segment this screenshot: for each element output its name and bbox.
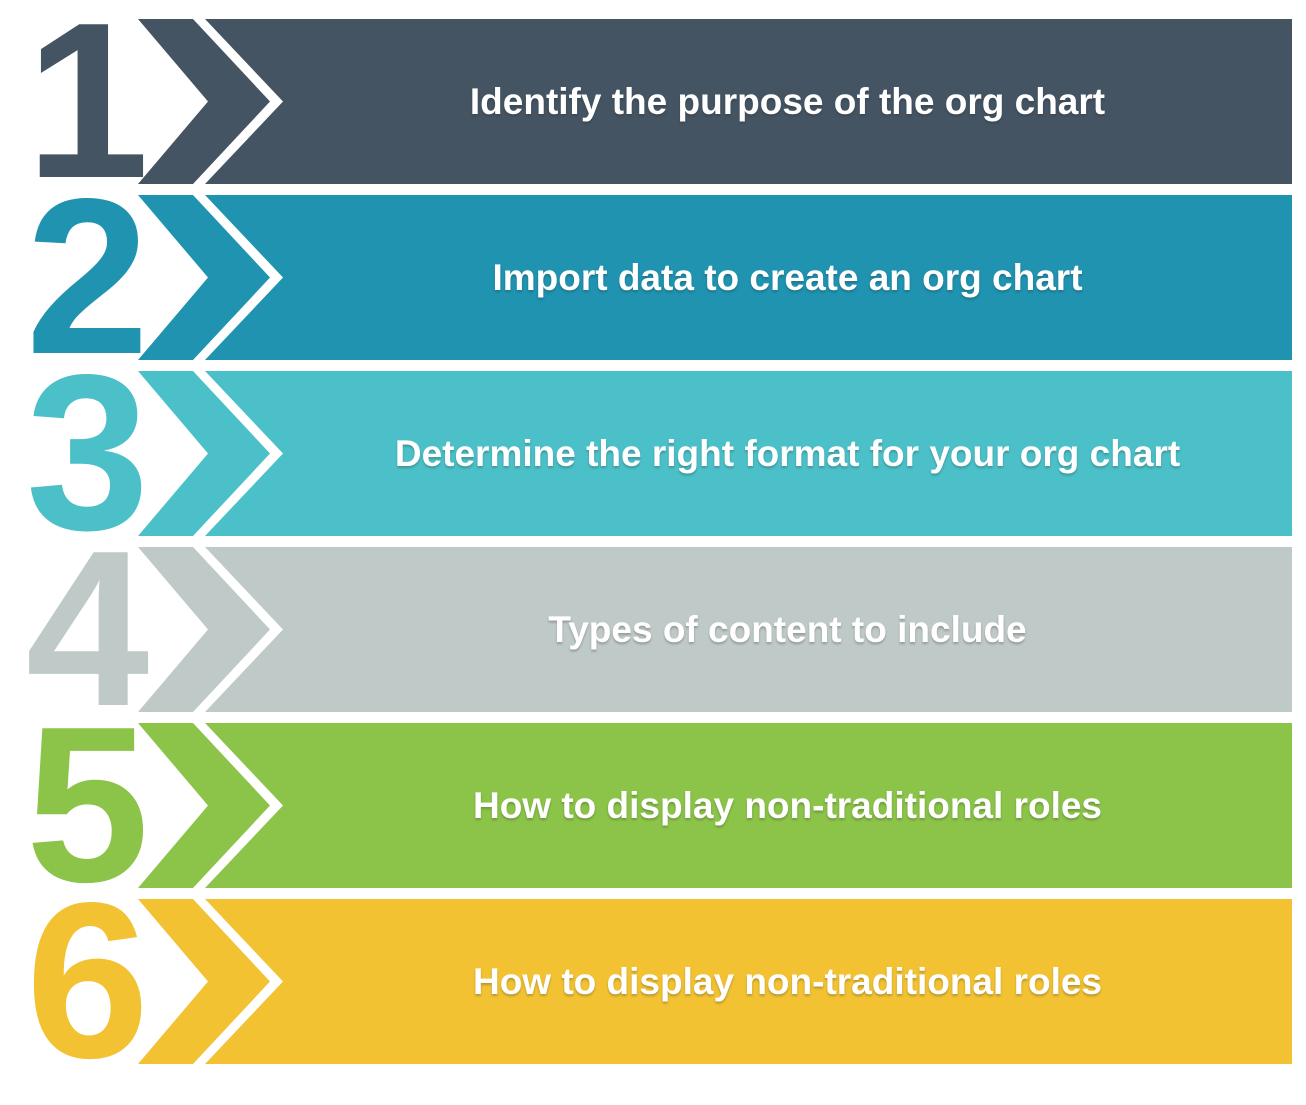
step-number: 5 [25,681,150,929]
step-banner: Determine the right format for your org … [205,371,1292,536]
step-banner: Identify the purpose of the org chart [205,19,1292,184]
step-banner: Types of content to include [205,547,1292,712]
step-row-6: 6 How to display non-traditional roles [0,857,1306,1105]
step-label: Determine the right format for your org … [394,432,1181,474]
step-row-2: 2 Import data to create an org chart [0,153,1306,401]
step-row-4: 4 Types of content to include [0,505,1306,753]
step-label: Types of content to include [548,608,1027,650]
step-label: Identify the purpose of the org chart [469,80,1106,122]
step-banner: How to display non-traditional roles [205,723,1292,888]
step-row-3: 3 Determine the right format for your or… [0,329,1306,577]
step-row-1: 1 Identify the purpose of the org chart [0,0,1306,225]
step-number: 6 [25,857,150,1105]
step-row-5: 5 How to display non-traditional roles [0,681,1306,929]
step-number: 3 [25,329,150,577]
step-number: 2 [25,153,150,401]
step-label: How to display non-traditional roles [472,784,1103,826]
step-banner: Import data to create an org chart [205,195,1292,360]
step-number: 4 [25,505,150,753]
step-banner: How to display non-traditional roles [205,899,1292,1064]
step-number: 1 [25,0,150,225]
step-label: Import data to create an org chart [492,256,1083,298]
step-label: How to display non-traditional roles [472,960,1103,1002]
